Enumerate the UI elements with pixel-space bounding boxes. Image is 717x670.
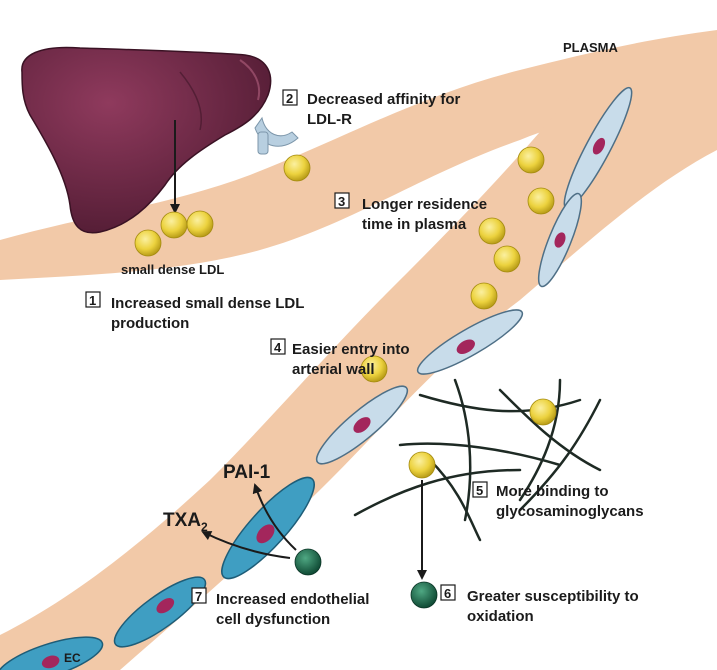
svg-text:3: 3 [338, 194, 345, 209]
ldl-particle [186, 210, 214, 238]
cell [537, 192, 583, 288]
svg-text:cell dysfunction: cell dysfunction [216, 611, 330, 628]
svg-text:6: 6 [444, 586, 451, 601]
ldl-particle [517, 146, 545, 174]
endothelial-cells-light [315, 86, 633, 465]
cell [416, 309, 524, 375]
ldl-particle [529, 398, 557, 426]
endothelial-cells-dark [0, 476, 315, 670]
svg-text:arterial wall: arterial wall [292, 361, 375, 378]
step-number-box [191, 587, 207, 604]
svg-text:LDL-R: LDL-R [307, 111, 352, 128]
svg-text:oxidation: oxidation [467, 608, 534, 625]
svg-text:Increased endothelial: Increased endothelial [216, 591, 369, 608]
cell [0, 636, 104, 670]
step-3: 3 Longer residence time in plasma [334, 192, 487, 233]
ldl-particle [160, 211, 188, 239]
svg-text:Increased small dense LDL: Increased small dense LDL [111, 295, 304, 312]
plasma-label: PLASMA [563, 40, 619, 55]
step-number-box [440, 584, 456, 601]
pai1-arrow [252, 483, 297, 551]
step-7: 7 Increased endothelial cell dysfunction [191, 587, 369, 628]
ldl-particle [408, 451, 436, 479]
ldl-particle [360, 355, 388, 383]
glycosaminoglycan-fibers [353, 378, 602, 542]
svg-text:Longer residence: Longer residence [362, 196, 487, 213]
step-2: 2 Decreased affinity for LDL-R [282, 89, 461, 128]
svg-text:production: production [111, 315, 189, 332]
svg-text:Easier entry into: Easier entry into [292, 341, 410, 358]
step-number-box [472, 481, 488, 498]
ldl-particle [470, 282, 498, 310]
ldl-particles [134, 146, 557, 479]
ec-label: EC [64, 651, 81, 665]
svg-text:5: 5 [476, 483, 483, 498]
ldl-particle [493, 245, 521, 273]
liver [21, 46, 272, 234]
svg-text:glycosaminoglycans: glycosaminoglycans [496, 503, 644, 520]
oxidized-ldl-particle [410, 581, 438, 609]
cell [221, 476, 315, 580]
ldl-particle [283, 154, 311, 182]
oxidized-ldl-particle [294, 548, 322, 576]
svg-text:1: 1 [89, 293, 96, 308]
svg-text:Greater susceptibility to: Greater susceptibility to [467, 588, 639, 605]
cell [113, 576, 207, 648]
step-4: 4 Easier entry into arterial wall [270, 338, 410, 378]
step-5: 5 More binding to glycosaminoglycans [472, 481, 644, 520]
svg-text:4: 4 [274, 340, 282, 355]
svg-text:2: 2 [286, 91, 293, 106]
small-dense-ldl-label: small dense LDL [121, 262, 224, 277]
step-1: 1 Increased small dense LDL production [85, 291, 304, 332]
txa2-arrow [201, 531, 291, 559]
step-number-box [282, 89, 298, 106]
pai1-label: PAI-1 [223, 462, 271, 483]
ldl-particle [527, 187, 555, 215]
cell [315, 385, 409, 465]
ldl-receptor [254, 116, 299, 155]
svg-text:More binding to: More binding to [496, 483, 608, 500]
ldl-particle [134, 229, 162, 257]
step-number-box [334, 192, 350, 209]
txa2-label: TXA2 [163, 510, 208, 534]
step-number-box [85, 291, 101, 308]
svg-text:7: 7 [195, 589, 202, 604]
svg-text:Decreased affinity for: Decreased affinity for [307, 91, 461, 108]
svg-text:time in plasma: time in plasma [362, 216, 467, 233]
step-6: 6 Greater susceptibility to oxidation [440, 584, 639, 625]
ldl-particle [478, 217, 506, 245]
step-number-box [270, 338, 286, 355]
